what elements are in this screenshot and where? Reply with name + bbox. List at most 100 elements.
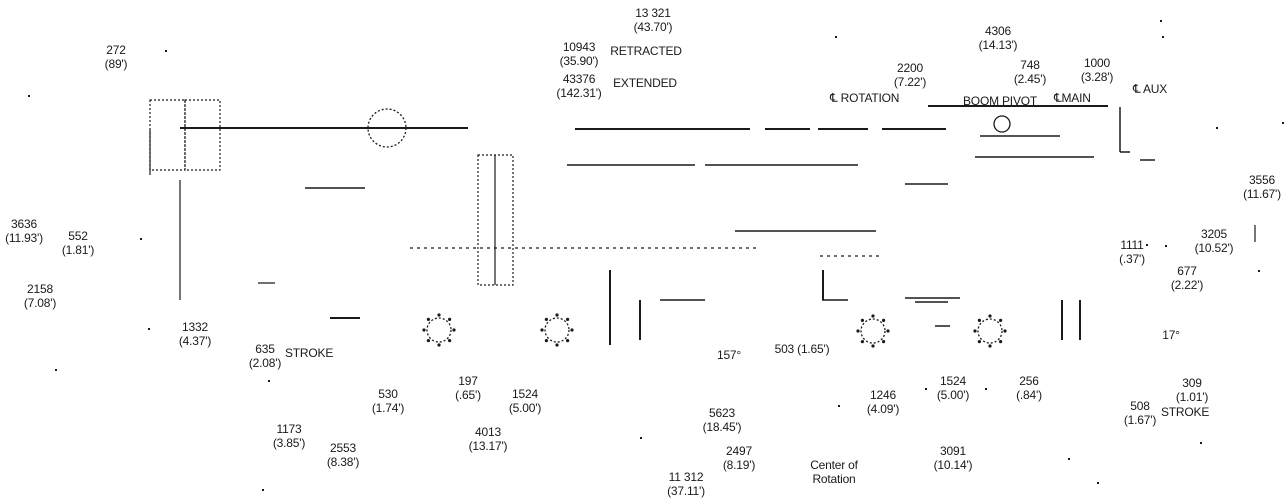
front-wheel-2-lug — [977, 340, 981, 344]
front-wheel-1-lug — [860, 318, 864, 322]
dim-rotation-offset: 503 (1.65') — [774, 342, 830, 356]
front-wheel-2-lug — [977, 318, 981, 322]
text-retracted: RETRACTED — [610, 44, 682, 58]
ground-marker — [1146, 244, 1148, 246]
dim-ground-clearance: 197(.65') — [455, 374, 481, 402]
front-wheel-2-lug — [1003, 329, 1007, 333]
front-wheel-2 — [977, 318, 1003, 344]
dim-front-stroke: 508(1.67') — [1123, 399, 1157, 427]
dim-overall-height: 3556(11.67') — [1243, 173, 1281, 201]
ground-marker — [1097, 482, 1099, 484]
jib-stowage — [149, 99, 186, 171]
rear-wheel-2-lug — [566, 317, 570, 321]
label-rear-angle: 157° — [716, 348, 742, 362]
ground-marker — [1216, 127, 1218, 129]
dim-rear-axle-spacing: 1524(5.00') — [508, 387, 542, 415]
dim-rear-stroke: 635(2.08') — [248, 342, 282, 370]
front-wheel-1-lug — [871, 314, 875, 318]
ground-marker — [1200, 442, 1202, 444]
dim-pivot-to-main: 748(2.45') — [1013, 58, 1047, 86]
dim-front-axle-offset: 1246(4.09') — [866, 388, 900, 416]
jib-lattice — [184, 99, 221, 171]
ground-marker — [1258, 270, 1260, 272]
ground-marker — [262, 489, 264, 491]
dim-rotation-to-rear-axle: 2497(8.19') — [722, 444, 756, 472]
rear-wheel-1-lug — [448, 339, 452, 343]
ground-marker — [985, 388, 987, 390]
dim-deck-height: 2158(7.08') — [23, 282, 57, 310]
rear-wheel-1-lug — [448, 317, 452, 321]
rear-wheel-1-lug — [422, 328, 426, 332]
dim-cab-height: 3636(11.93') — [5, 217, 43, 245]
slew-ring — [367, 108, 407, 148]
ground-marker — [838, 405, 840, 407]
rear-wheel-2-lug — [544, 317, 548, 321]
front-wheel-1-lug — [886, 329, 890, 333]
front-wheel-1-lug — [860, 340, 864, 344]
ground-marker — [1160, 20, 1162, 22]
dim-rear-group: 4013(13.17') — [468, 425, 508, 453]
front-wheel-1-lug — [882, 318, 886, 322]
ground-marker — [1068, 458, 1070, 460]
dim-jib-offset: 272(89') — [104, 43, 128, 71]
dim-front-overhang: 677(2.22') — [1170, 264, 1204, 292]
dim-rear-outrigger: 1332(4.37') — [178, 320, 212, 348]
dim-counterweight-height: 552(1.81') — [61, 229, 95, 257]
ground-marker — [925, 388, 927, 390]
ground-marker — [835, 36, 837, 38]
ground-marker — [1282, 122, 1284, 124]
ground-marker — [1165, 245, 1167, 247]
ground-marker — [148, 328, 150, 330]
ground-marker — [268, 380, 270, 382]
dim-front-outrigger-beam: 309(1.01') — [1175, 376, 1209, 404]
rear-wheel-1-lug — [426, 317, 430, 321]
label-centerline-main: ℄MAIN — [1054, 91, 1091, 105]
ground-marker — [55, 369, 57, 371]
rear-wheel-2-lug — [544, 339, 548, 343]
text-rear-stroke: STROKE — [285, 346, 334, 360]
front-wheel-1-lug — [856, 329, 860, 333]
ground-marker — [28, 95, 30, 97]
dim-sheave-height: 3205(10.52') — [1194, 227, 1234, 255]
dim-front-clearance: 1111(.37') — [1119, 238, 1145, 266]
front-wheel-2-lug — [999, 340, 1003, 344]
dim-rear-outrigger-span: 2553(8.38') — [326, 441, 360, 469]
rear-wheel-2-lug — [566, 339, 570, 343]
rear-wheel-1-lug — [437, 313, 441, 317]
ground-marker — [140, 238, 142, 240]
ground-marker — [1162, 36, 1164, 38]
rear-wheel-2-lug — [570, 328, 574, 332]
dim-wheelbase: 5623(18.45') — [702, 406, 742, 434]
label-boom-pivot: BOOM PIVOT — [963, 94, 1038, 108]
text-extended: EXTENDED — [613, 76, 677, 90]
rear-wheel-2-lug — [540, 328, 544, 332]
label-centerline-rotation: ℄ ROTATION — [830, 91, 900, 105]
dim-rear-overhang: 1173(3.85') — [272, 422, 306, 450]
dim-boom-extended: 43376(142.31') — [556, 72, 602, 100]
dim-pivot-to-aux: 4306(14.13') — [978, 24, 1018, 52]
dim-front-tire: 256(.84') — [1016, 374, 1042, 402]
dim-boom-length-max: 13 321(43.70') — [633, 6, 673, 34]
front-wheel-2-lug — [999, 318, 1003, 322]
label-centerline-aux: ℄ AUX — [1133, 82, 1168, 96]
text-front-stroke: STROKE — [1161, 405, 1210, 419]
dim-rear-axle-clear: 530(1.74') — [371, 387, 405, 415]
dim-overall-length: 11 312(37.11') — [667, 470, 705, 498]
dim-boom-retracted: 10943(35.90') — [559, 40, 599, 68]
boom-pivot-pin — [993, 115, 1011, 133]
rear-wheel-1-lug — [426, 339, 430, 343]
rear-wheel-1 — [426, 317, 452, 343]
ground-marker — [165, 50, 167, 52]
dim-rotation-to-pivot: 2200(7.22') — [893, 61, 927, 89]
rear-wheel-2-lug — [555, 343, 559, 347]
dim-front-axle-spacing: 1524(5.00') — [936, 374, 970, 402]
front-wheel-1-lug — [882, 340, 886, 344]
dim-rotation-to-front: 3091(10.14') — [933, 444, 973, 472]
rear-wheel-1-lug — [452, 328, 456, 332]
front-wheel-2-lug — [988, 344, 992, 348]
front-wheel-1-lug — [871, 344, 875, 348]
front-wheel-2-lug — [973, 329, 977, 333]
ground-marker — [640, 437, 642, 439]
